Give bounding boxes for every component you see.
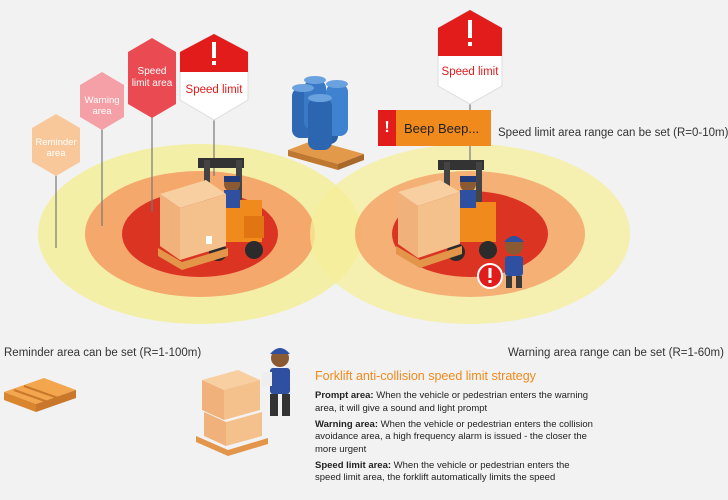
strategy-item: Warning area: When the vehicle or pedest… [315, 419, 595, 456]
worker-right-icon [504, 236, 524, 288]
reminder-sign-label: Reminder area [35, 137, 77, 159]
speed-limit-area-sign-label: Speed limit area [131, 66, 173, 89]
strategy-item: Speed limit area: When the vehicle or pe… [315, 460, 595, 485]
strategy-text: When the vehicle or pedestrian enters th… [315, 390, 589, 414]
speed-range-label: Speed limit area range can be set (R=0-1… [498, 127, 728, 139]
strategy-term: Warning area: [315, 418, 378, 430]
forklift-left-icon [158, 158, 264, 270]
exclamation-icon [477, 263, 503, 289]
speed-limit-sign-left-label: Speed limit [185, 84, 243, 96]
speed-limit-sign-right-icon [437, 9, 503, 105]
strategy-title: Forklift anti-collision speed limit stra… [315, 369, 536, 383]
speed-limit-sign-right-label: Speed limit [441, 66, 499, 78]
reminder-range-label: Reminder area can be set (R=1-100m) [4, 347, 202, 359]
warning-sign-label: Warning area [84, 95, 120, 117]
pallet-icon [4, 378, 76, 412]
speed-limit-sign-left-icon [179, 33, 249, 121]
boxes-worker-icon [196, 348, 290, 456]
strategy-text: When the vehicle or pedestrian enters th… [315, 418, 593, 455]
strategy-term: Prompt area: [315, 390, 374, 402]
strategy-panel: Forklift anti-collision speed limit stra… [315, 368, 595, 489]
beep-text: Beep Beep... [396, 110, 492, 146]
warning-sign-icon [80, 72, 124, 130]
strategy-text: When the vehicle or pedestrian enters th… [315, 459, 570, 484]
zone-diagram [4, 9, 630, 456]
barrel-icon [288, 76, 364, 170]
strategy-item: Prompt area: When the vehicle or pedestr… [315, 390, 595, 415]
warning-range-label: Warning area range can be set (R=1-60m) [508, 347, 724, 359]
speed-limit-area-sign-icon [128, 38, 176, 118]
beep-alert-badge: ! Beep Beep... [378, 110, 492, 146]
strategy-term: Speed limit area: [315, 459, 392, 471]
beep-exclamation-icon: ! [378, 110, 396, 146]
reminder-sign-icon [32, 114, 80, 176]
forklift-right-icon [396, 160, 497, 268]
